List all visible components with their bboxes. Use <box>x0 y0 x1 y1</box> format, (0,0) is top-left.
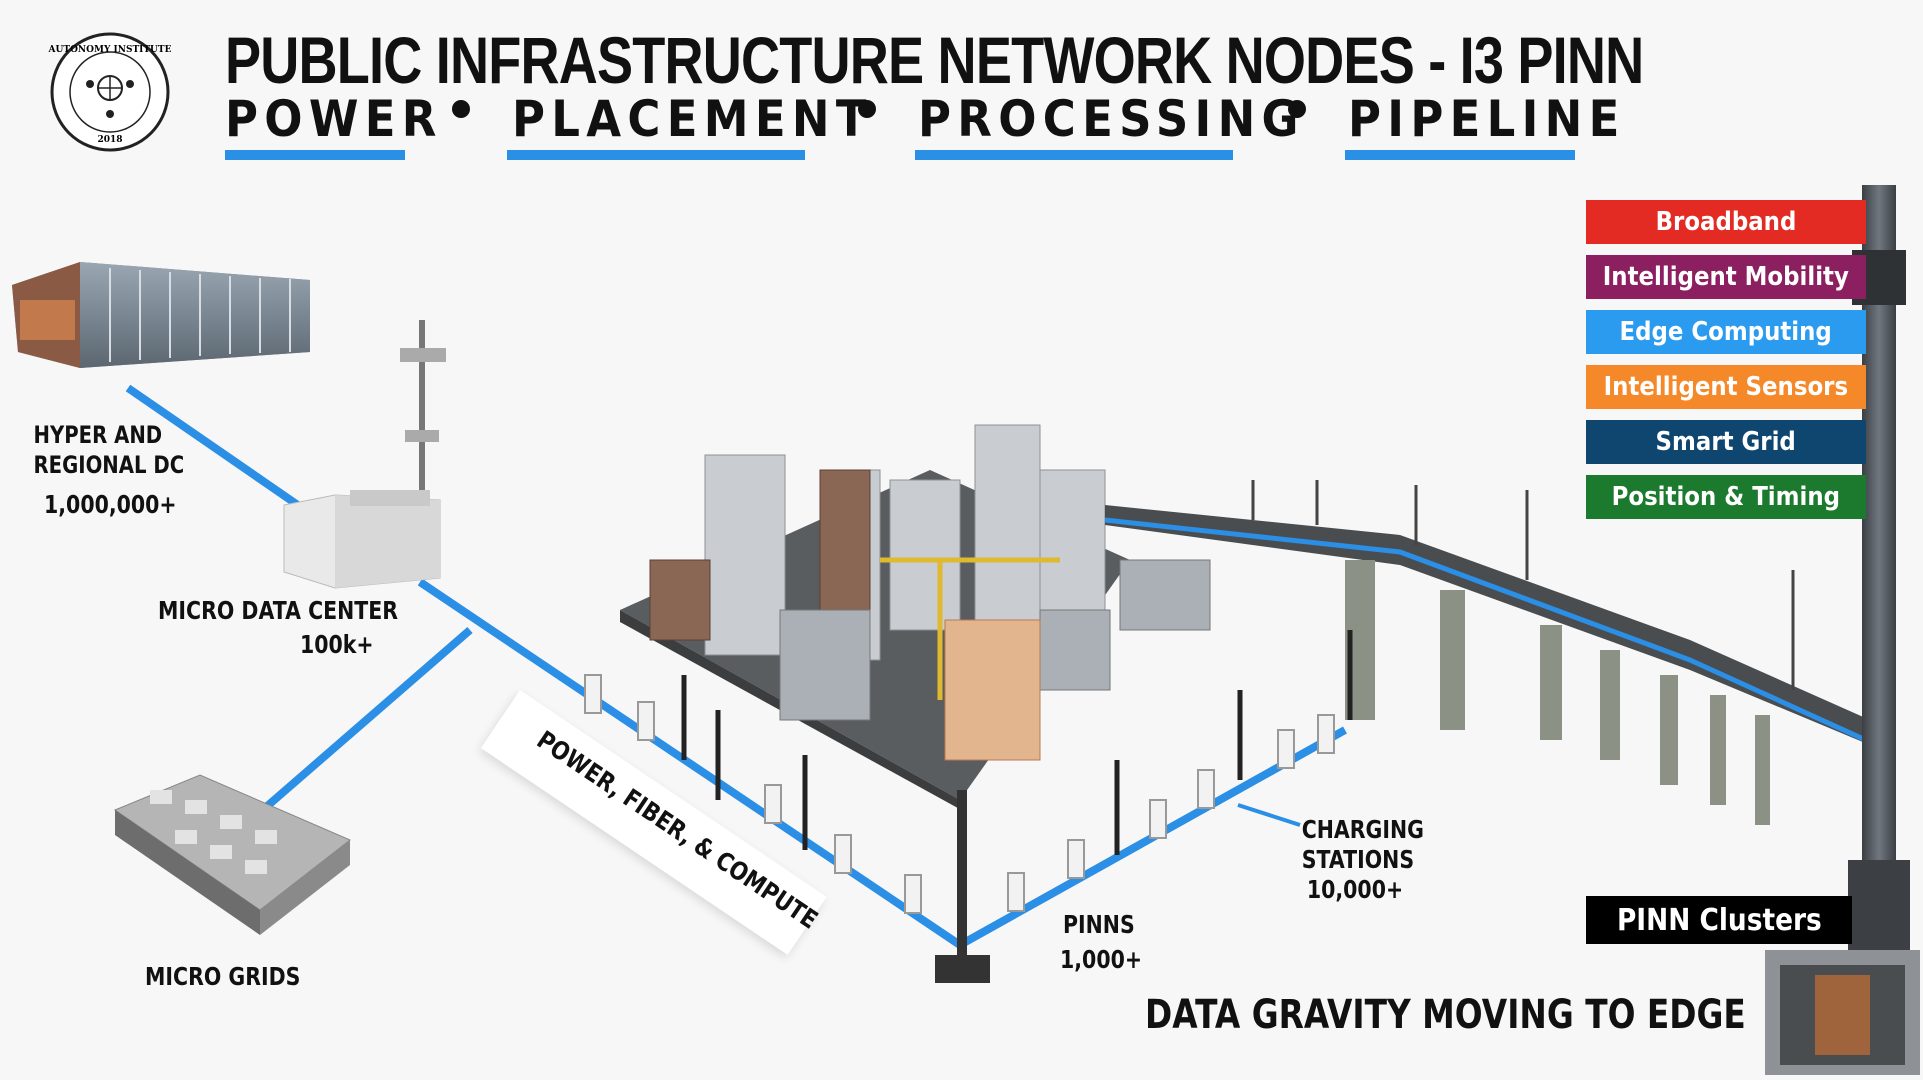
pillar-processing-underline <box>915 150 1233 160</box>
pinn-clusters-label: PINN Clusters <box>1586 896 1852 944</box>
footer-caption: DATA GRAVITY MOVING TO EDGE <box>1145 992 1746 1038</box>
hyper-dc-count: 1,000,000+ <box>44 490 177 519</box>
charging-stations-label: CHARGING STATIONS 10,000+ <box>1301 815 1424 904</box>
pillar-placement: PLACEMENT <box>512 90 873 148</box>
pillar-pipeline: PIPELINE <box>1348 90 1626 148</box>
micro-grids-label: MICRO GRIDS <box>145 962 301 991</box>
micro-grid-facility <box>113 774 351 935</box>
pinn-cluster-pole <box>1765 185 1920 1075</box>
micro-dc-label: MICRO DATA CENTER <box>158 596 399 625</box>
pinns-count: 1,000+ <box>1060 945 1143 974</box>
hyper-dc-label: HYPER AND REGIONAL DC <box>33 421 185 479</box>
logo-year: 2018 <box>97 135 122 145</box>
charging-stations <box>584 674 1335 914</box>
micro-dc-count: 100k+ <box>300 630 374 659</box>
bullet-separator <box>1288 100 1306 118</box>
pillar-power: POWER <box>225 90 443 148</box>
service-intelligent-sensors: Intelligent Sensors <box>1586 365 1866 409</box>
pinns-label: PINNS <box>1063 910 1135 939</box>
service-edge-computing: Edge Computing <box>1586 310 1866 354</box>
hyper-dc-building <box>12 262 310 368</box>
micro-dc-with-tower <box>283 320 446 589</box>
service-position-timing: Position & Timing <box>1586 475 1866 519</box>
service-smart-grid: Smart Grid <box>1586 420 1866 464</box>
autonomy-institute-logo: AUTONOMY INSTITUTE 2018 <box>48 32 172 152</box>
pillar-pipeline-underline <box>1345 150 1575 160</box>
logo-name: AUTONOMY INSTITUTE <box>48 45 172 55</box>
service-broadband: Broadband <box>1586 200 1866 244</box>
page-title: PUBLIC INFRASTRUCTURE NETWORK NODES - I3… <box>225 23 1644 97</box>
bullet-separator <box>858 100 876 118</box>
city-block <box>620 424 1211 812</box>
elevated-highway <box>1104 480 1872 825</box>
bullet-separator <box>452 100 470 118</box>
service-intelligent-mobility: Intelligent Mobility <box>1586 255 1866 299</box>
pinn-poles <box>681 630 1353 983</box>
pillar-power-underline <box>225 150 405 160</box>
pillar-placement-underline <box>507 150 805 160</box>
pillar-processing: PROCESSING <box>918 90 1305 148</box>
